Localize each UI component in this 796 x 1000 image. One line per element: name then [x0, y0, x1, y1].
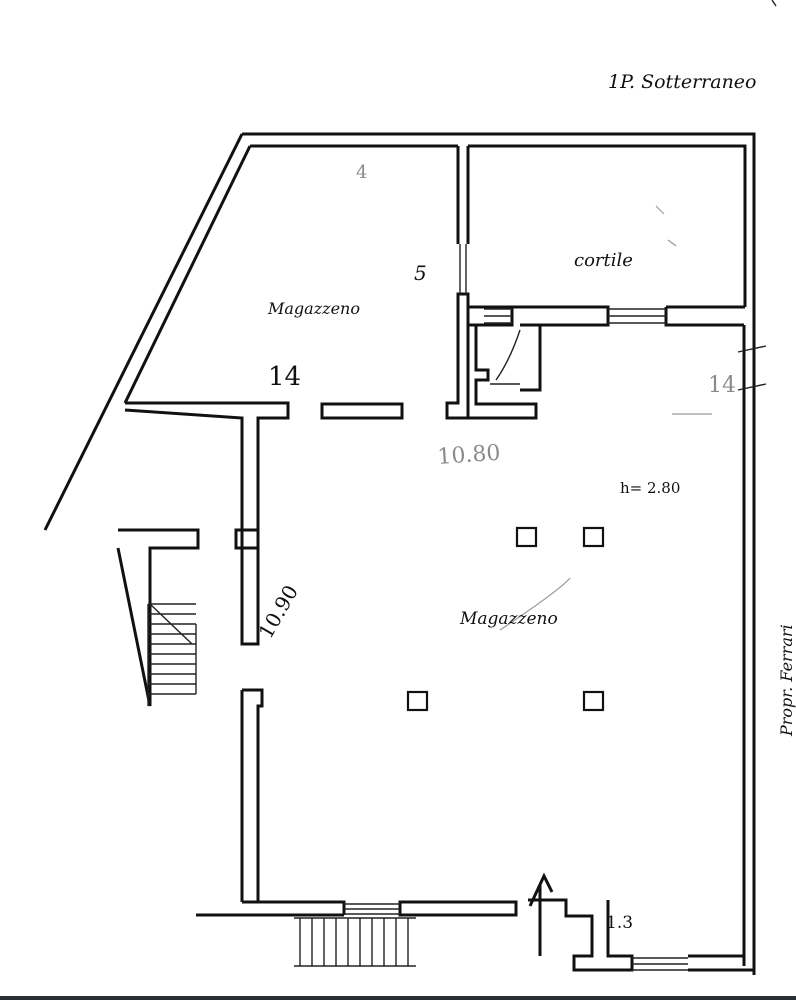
stairs-treads — [147, 603, 197, 706]
pencil-arc — [499, 577, 571, 631]
southeast-window — [632, 957, 688, 971]
small-window-west — [484, 308, 512, 324]
pencil-marks-courtyard — [655, 205, 712, 415]
viewer-bottom-bar — [0, 996, 796, 1000]
southeast-niche — [528, 898, 754, 972]
corner-tick — [771, 0, 777, 7]
east-boundary-ticks — [737, 345, 767, 391]
diagonal-wall-outer — [43, 133, 244, 531]
diagonal-wall-inner — [123, 145, 252, 404]
courtyard-window — [608, 308, 666, 324]
room-label-storage-main: Magazzeno — [459, 609, 558, 629]
west-wall-main — [240, 688, 264, 902]
pilaster-west — [234, 528, 258, 550]
entry-steps — [294, 917, 416, 967]
room-label-courtyard: cortile — [574, 250, 633, 271]
service-room-door — [490, 329, 521, 385]
pencil-opening-mark: 5 — [414, 261, 427, 285]
north-storage-wall-east — [445, 292, 470, 420]
service-room-walls — [468, 323, 542, 420]
level-title: 1P. Sotterraneo — [608, 71, 756, 93]
ceiling-height-note: h= 2.80 — [620, 479, 680, 497]
south-wall-middle — [398, 900, 518, 917]
pencil-corner-mark: 4 — [356, 162, 367, 183]
partition-opening — [459, 244, 467, 294]
pillar-3 — [406, 690, 429, 712]
south-entry-threshold — [344, 903, 400, 915]
inner-wall-top — [250, 144, 747, 307]
south-wall-west — [196, 900, 346, 917]
pillar-4 — [582, 690, 605, 712]
north-arrow — [528, 872, 554, 956]
outer-wall-top — [242, 132, 756, 975]
courtyard-partition-upper — [456, 146, 470, 244]
pencil-bottom-mark: 1.3 — [606, 913, 633, 933]
stair-well-walls — [116, 528, 200, 707]
pencil-measure-right: 14 — [708, 373, 736, 398]
room-label-storage-north: Magazzeno — [267, 299, 360, 318]
north-storage-pencil-mark: 14 — [268, 362, 301, 392]
pillar-2 — [582, 526, 605, 548]
pencil-measure-center: 10.80 — [437, 441, 502, 470]
pillar-1 — [515, 526, 538, 548]
pencil-measure-left: 10.90 — [254, 581, 303, 643]
north-storage-wall-middle — [320, 402, 404, 420]
owner-label: Propr. Ferrari — [777, 624, 796, 737]
